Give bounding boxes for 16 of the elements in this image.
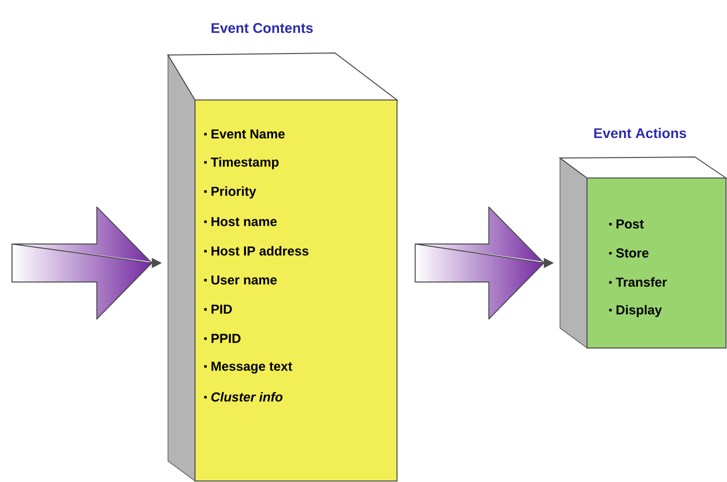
heading: Event Actions bbox=[594, 128, 686, 138]
heading: Event Contents bbox=[212, 23, 313, 33]
list-item: Host IP address bbox=[204, 246, 308, 256]
list-item: User name bbox=[204, 275, 277, 285]
list-item: Timestamp bbox=[204, 157, 279, 170]
list-item: PPID bbox=[204, 334, 240, 343]
list-item: Host name bbox=[204, 217, 277, 226]
list-item: Display bbox=[609, 304, 662, 318]
list-item: Event Name bbox=[204, 129, 285, 139]
list-item: Priority bbox=[204, 186, 256, 198]
list-item: Store bbox=[609, 248, 648, 258]
list-item: Transfer bbox=[609, 277, 667, 287]
list-item: PID bbox=[204, 304, 232, 314]
list-item: Cluster info bbox=[204, 392, 282, 402]
list-item: Post bbox=[609, 219, 644, 229]
list-item: Message text bbox=[204, 362, 292, 374]
